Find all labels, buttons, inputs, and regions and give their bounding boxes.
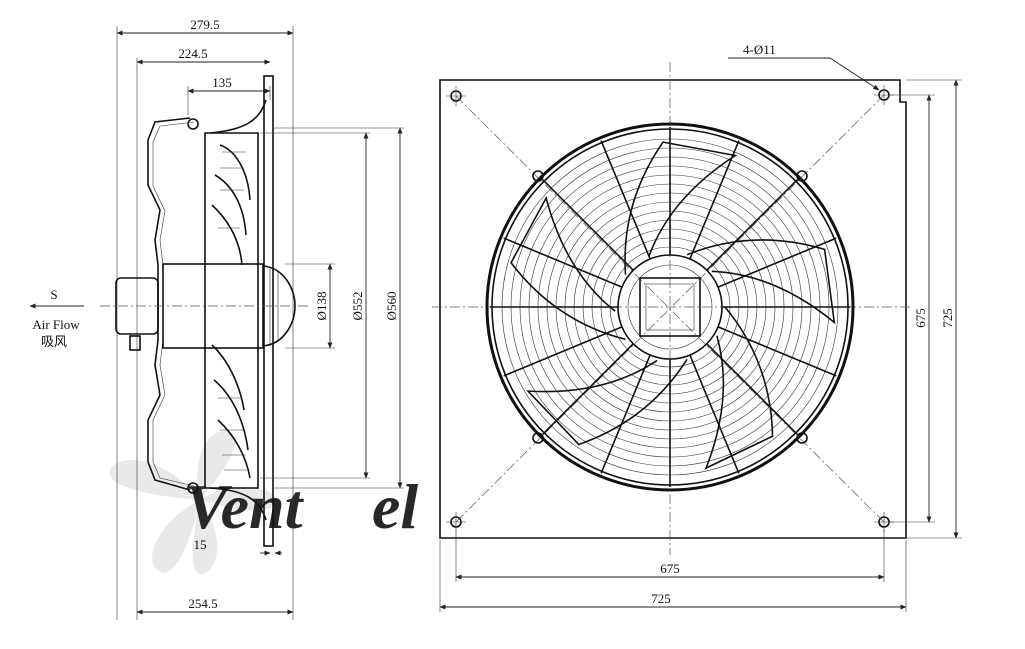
guard-spoke bbox=[542, 179, 634, 271]
guard-spoke bbox=[689, 354, 740, 474]
guard-spoke bbox=[542, 343, 634, 435]
dim-guard-depth: 224.5 bbox=[178, 46, 207, 61]
dim-impeller-diameter: Ø552 bbox=[350, 292, 365, 321]
guard-radial-spokes bbox=[490, 127, 850, 487]
guard-profile bbox=[147, 117, 191, 491]
front-view-drawing: 4-Ø11 675 725 675 725 bbox=[432, 42, 962, 612]
dim-overall-depth: 279.5 bbox=[190, 17, 219, 32]
mounting-plate-side bbox=[263, 75, 274, 547]
watermark-brand-accent: el bbox=[372, 471, 418, 542]
dim-plate-height: 725 bbox=[940, 308, 955, 328]
guard-spoke bbox=[717, 237, 837, 288]
impeller-blade bbox=[686, 239, 836, 325]
impeller-blade bbox=[624, 141, 738, 275]
motor-box-front bbox=[639, 277, 701, 337]
dim-hub-diameter: Ø138 bbox=[314, 292, 329, 321]
hub-front bbox=[617, 254, 723, 360]
dim-plate-width: 725 bbox=[651, 591, 671, 606]
dim-guard-diameter: Ø560 bbox=[384, 292, 399, 321]
guard-spoke bbox=[503, 237, 623, 288]
guard-outer-ring bbox=[485, 122, 855, 492]
impeller-side bbox=[204, 132, 259, 489]
airflow-label-cn: 吸风 bbox=[41, 334, 67, 349]
impeller-blade bbox=[526, 358, 688, 446]
mounting-plate-front bbox=[439, 79, 907, 539]
dim-motor-depth: 135 bbox=[212, 75, 232, 90]
dim-base-depth: 254.5 bbox=[188, 596, 217, 611]
guard-brackets bbox=[532, 170, 808, 444]
guard-spoke bbox=[600, 140, 651, 260]
airflow-direction: S bbox=[50, 287, 57, 302]
watermark-brand-main: Vent bbox=[185, 471, 305, 542]
dim-hole-spacing-horizontal: 675 bbox=[660, 561, 680, 576]
guard-spoke bbox=[600, 354, 651, 474]
guard-spoke bbox=[689, 140, 740, 260]
airflow-label-en: Air Flow bbox=[32, 317, 80, 332]
guard-spoke bbox=[503, 326, 623, 377]
dim-hole-spacing-vertical: 675 bbox=[913, 308, 928, 328]
guard-spoke bbox=[706, 179, 798, 271]
dim-holes: 4-Ø11 bbox=[743, 42, 776, 57]
side-view-drawing: 279.5 224.5 135 15 254.5 bbox=[29, 17, 404, 620]
impeller-blade bbox=[510, 195, 626, 341]
guard-spoke bbox=[717, 326, 837, 377]
impeller-blade bbox=[704, 306, 774, 470]
impeller-blades-front bbox=[510, 141, 836, 470]
dim-flange-thickness: 15 bbox=[194, 537, 207, 552]
watermark-fan-logo-icon bbox=[109, 430, 279, 575]
impeller-blade-ribs bbox=[211, 144, 251, 479]
